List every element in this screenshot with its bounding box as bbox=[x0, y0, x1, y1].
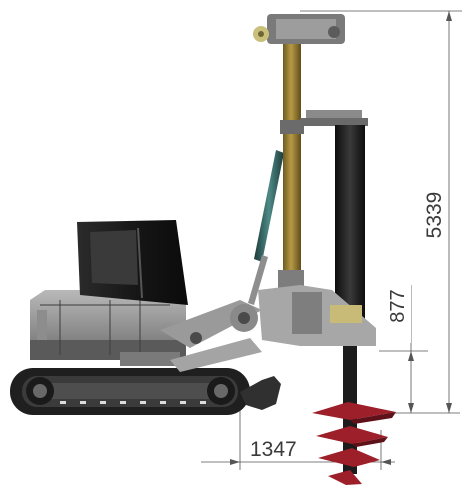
dimension-label-backdrop bbox=[383, 235, 411, 343]
rotary-head bbox=[300, 110, 368, 126]
auger-flight-shadow bbox=[350, 412, 396, 447]
hydraulic-cylinder bbox=[248, 150, 284, 305]
boom-arm bbox=[160, 300, 262, 372]
dozer-blade bbox=[240, 376, 281, 410]
dimension-auger-depth: 877 bbox=[387, 289, 409, 322]
kelly-bar bbox=[335, 125, 365, 325]
crawler-track bbox=[10, 368, 250, 415]
operator-cab bbox=[77, 220, 188, 305]
dimension-arrowheads bbox=[230, 11, 452, 465]
dimension-total-height: 5339 bbox=[423, 192, 446, 239]
mast bbox=[278, 35, 304, 297]
dimension-label-backdrop bbox=[420, 150, 448, 260]
mast-base-frame bbox=[258, 285, 376, 346]
machine-body bbox=[30, 290, 186, 366]
dimension-offset-width: 1347 bbox=[250, 438, 297, 461]
auger-flights bbox=[312, 402, 396, 485]
mast-head bbox=[253, 14, 345, 44]
